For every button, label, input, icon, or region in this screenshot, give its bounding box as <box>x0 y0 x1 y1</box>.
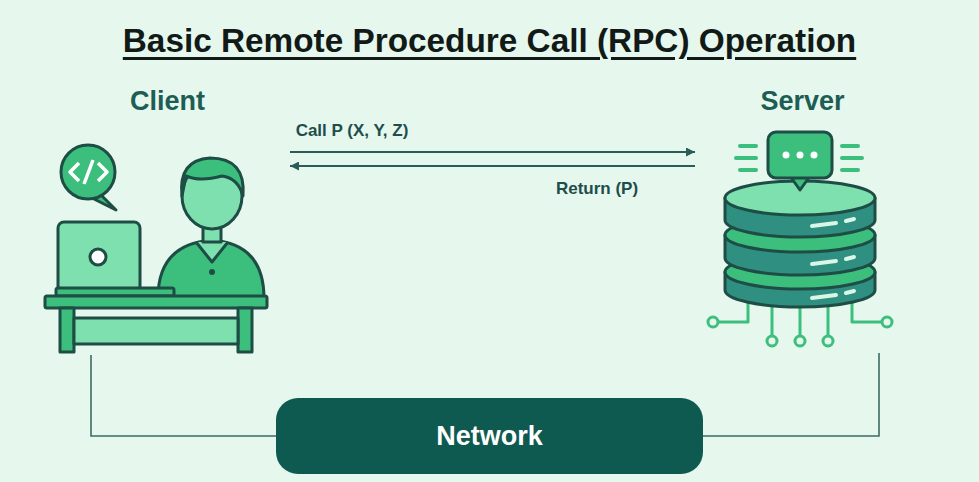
call-arrow <box>290 151 695 153</box>
node-heading: Client <box>25 85 290 117</box>
return-arrow <box>290 165 695 167</box>
node-label: Network <box>436 421 543 452</box>
network-link <box>703 353 879 436</box>
arrow-label: Return (P) <box>553 178 641 200</box>
server-node: Server <box>695 85 910 353</box>
diagram-title: Basic Remote Procedure Call (RPC) Operat… <box>0 22 979 60</box>
server-illustration <box>708 132 892 346</box>
client-node: Client <box>25 85 290 355</box>
arrow-label: Call P (X, Y, Z) <box>293 120 412 142</box>
client-illustration <box>45 145 267 352</box>
network-link <box>91 355 276 436</box>
node-heading: Server <box>695 85 910 117</box>
network-box: Network <box>276 398 703 474</box>
